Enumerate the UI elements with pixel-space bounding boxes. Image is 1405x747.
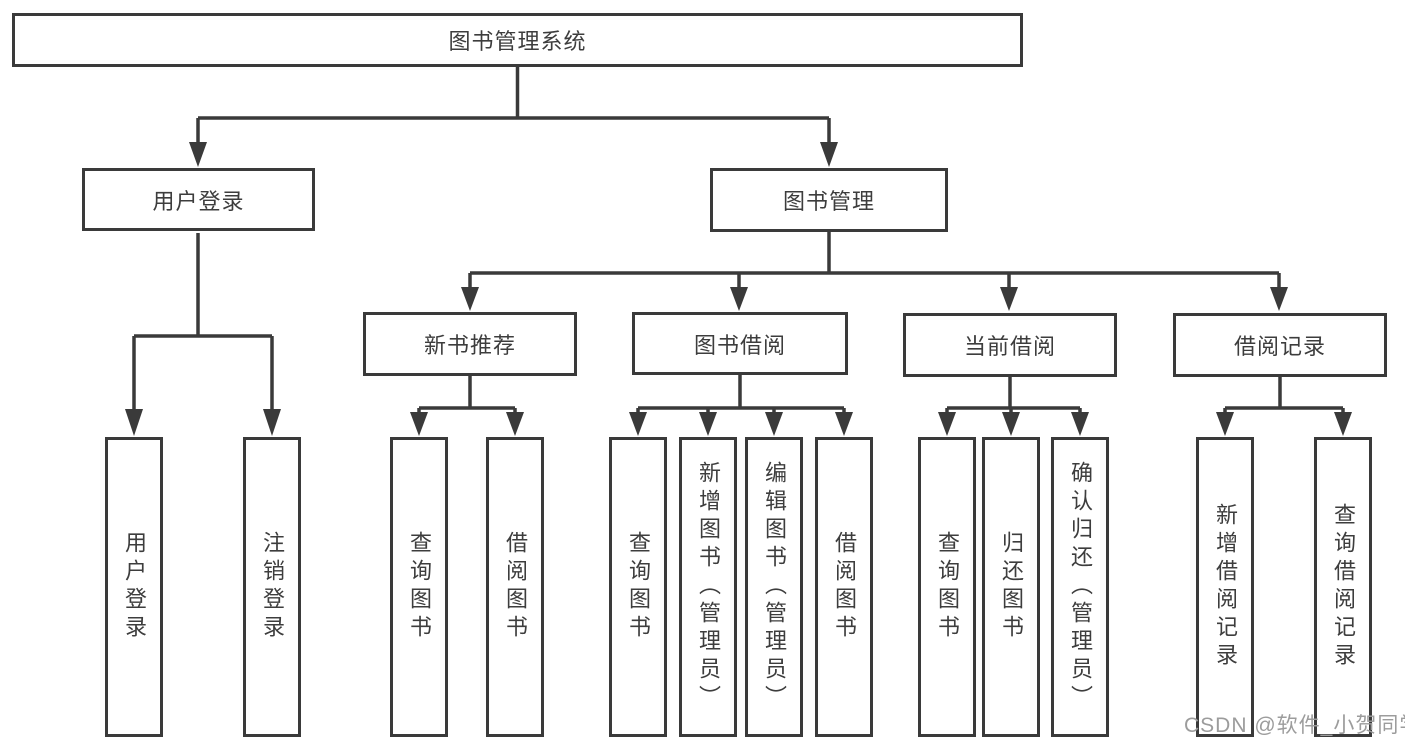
leaf-borrow-books-borrowing: 借阅图书 [815,437,873,737]
node-current-borrowing: 当前借阅 [903,313,1117,377]
node-book-borrowing: 图书借阅 [632,312,848,375]
node-user-login: 用户登录 [82,168,315,231]
node-new-book-recommend: 新书推荐 [363,312,577,376]
node-book-management: 图书管理 [710,168,948,232]
arrowheads [125,142,1352,436]
node-borrowing-records: 借阅记录 [1173,313,1387,377]
leaf-borrow-books-recommend: 借阅图书 [486,437,544,737]
leaf-edit-book-admin: 编辑图书（管理员） [745,437,803,737]
leaf-return-books: 归还图书 [982,437,1040,737]
leaf-query-books-current: 查询图书 [918,437,976,737]
leaf-query-books-recommend: 查询图书 [390,437,448,737]
leaf-logout: 注销登录 [243,437,301,737]
node-library-management-system: 图书管理系统 [12,13,1023,67]
csdn-watermark: CSDN @软件_小贺同学 [1184,714,1405,737]
leaf-query-borrow-record: 查询借阅记录 [1314,437,1372,737]
leaf-confirm-return-admin: 确认归还（管理员） [1051,437,1109,737]
connector-paths [132,66,1345,414]
leaf-query-books-borrowing: 查询图书 [609,437,667,737]
leaf-add-borrow-record: 新增借阅记录 [1196,437,1254,737]
leaf-add-book-admin: 新增图书（管理员） [679,437,737,737]
leaf-user-login: 用户登录 [105,437,163,737]
